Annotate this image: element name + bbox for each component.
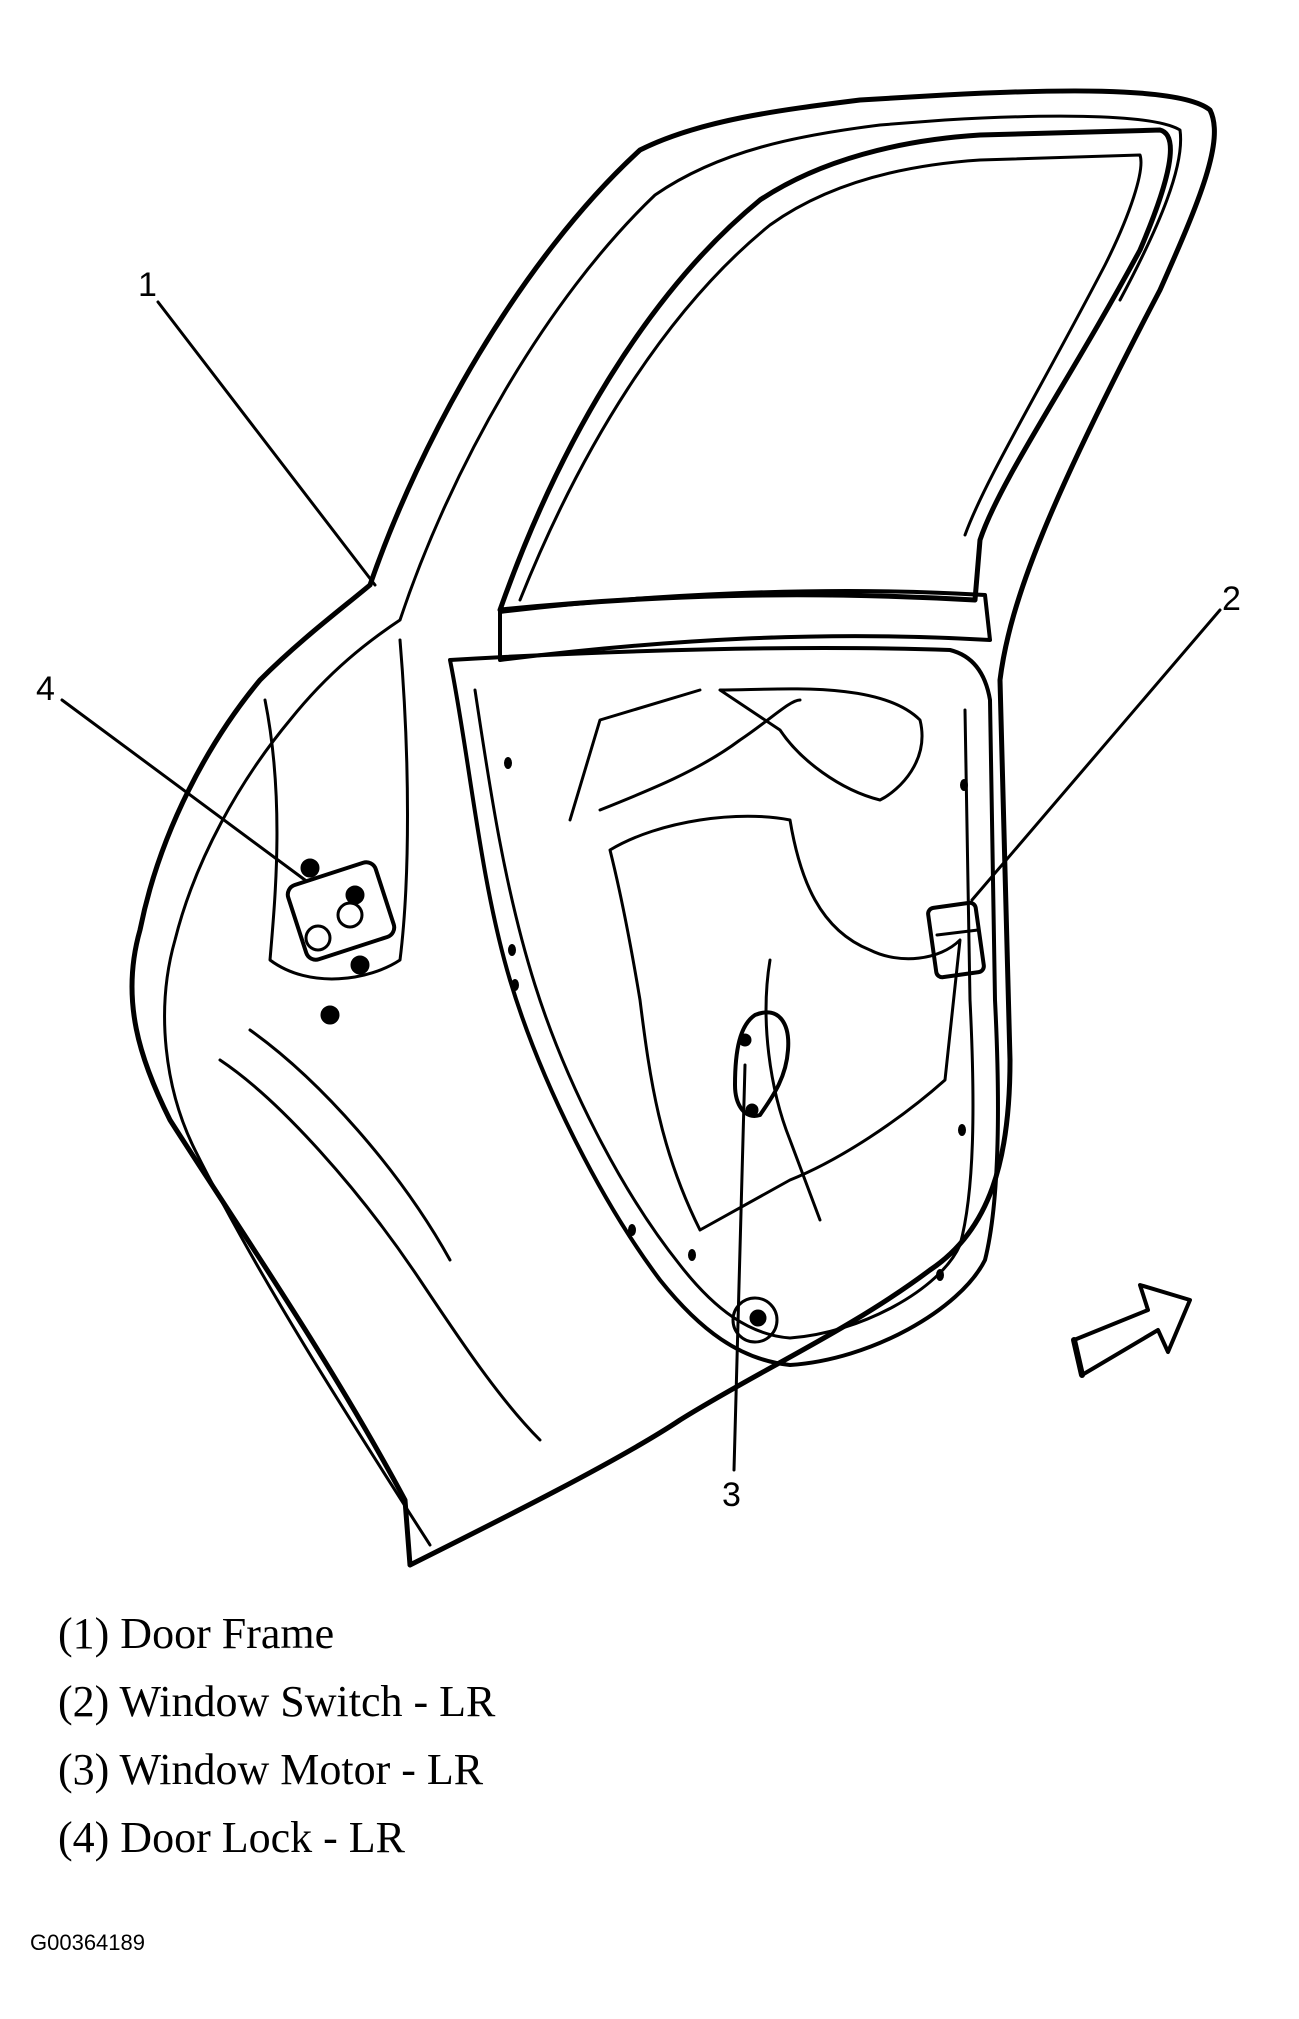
wire-harness: [568, 688, 822, 1222]
window-motor: [733, 1010, 791, 1118]
legend-item-window-switch: (2) Window Switch - LR: [58, 1677, 496, 1726]
door-frame-inner-edge: [163, 114, 1183, 1547]
window-opening-inner: [518, 153, 1143, 602]
legend-item-door-lock: (4) Door Lock - LR: [58, 1813, 406, 1862]
legend-item-door-frame: (1) Door Frame: [58, 1609, 335, 1658]
legend-item-window-motor: (3) Window Motor - LR: [58, 1745, 484, 1794]
window-regulator-rail: [718, 687, 924, 802]
leader-line-3: [732, 1063, 747, 1472]
lock-screw: [300, 858, 320, 878]
lock-screw: [320, 1005, 340, 1025]
door-frame-outline: [129, 88, 1217, 1568]
window-opening: [497, 127, 1173, 613]
lock-pillar: [263, 638, 409, 981]
lock-bolt: [304, 924, 332, 952]
forward-arrow-shadow: [1071, 1337, 1085, 1378]
motor-bolt: [745, 1103, 759, 1117]
leader-line-2: [970, 608, 1222, 902]
inner-panel-offset: [473, 688, 975, 1340]
door-diagram: [60, 88, 1222, 1568]
callout-2: 2: [1222, 580, 1241, 618]
lock-screw: [350, 955, 370, 975]
lock-screw: [345, 885, 365, 905]
callout-4: 4: [36, 670, 55, 708]
lock-plate: [285, 860, 397, 962]
callout-1: 1: [138, 266, 157, 304]
belt-line: [498, 589, 992, 662]
lock-bolt: [336, 901, 364, 929]
motor-bolt: [738, 1033, 752, 1047]
speaker-mount: [731, 1296, 779, 1344]
inner-panel: [448, 646, 1000, 1367]
lower-sill: [218, 1028, 542, 1442]
legend: (1) Door Frame (2) Window Switch - LR (3…: [58, 1600, 958, 1872]
leader-line-1: [156, 300, 377, 587]
panel-holes: [504, 757, 968, 1281]
leader-line-4: [60, 698, 307, 882]
figure-id: G00364189: [30, 1930, 145, 1955]
callout-3: 3: [722, 1476, 741, 1514]
window-switch: [926, 900, 986, 980]
speaker-mount-hub: [749, 1309, 767, 1327]
forward-arrow-icon: [1072, 1283, 1192, 1377]
window-switch-rocker: [935, 928, 980, 937]
access-opening: [608, 814, 962, 1232]
